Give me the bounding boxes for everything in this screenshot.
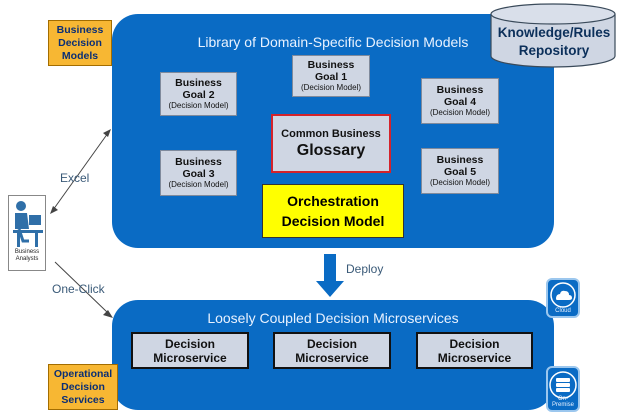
business-goal-3[interactable]: Business Goal 3 (Decision Model) [160, 150, 237, 196]
goal-title: Goal 3 [182, 168, 215, 180]
goal-title: Goal 5 [443, 166, 477, 178]
goal-title: Goal 4 [443, 96, 477, 108]
server-icon [549, 371, 577, 399]
tag-line: Operational [53, 367, 113, 380]
analyst-caption-line: Analysts [15, 256, 39, 262]
business-analyst-icon [13, 201, 43, 247]
excel-arrow-tail [50, 206, 58, 214]
goal-subtitle: (Decision Model) [429, 108, 491, 117]
repository-line: Knowledge/Rules [497, 25, 611, 40]
repository-line: Repository [518, 43, 590, 58]
excel-arrow-head [103, 129, 111, 137]
tag-line: Business [56, 23, 104, 36]
common-business-glossary[interactable]: Common Business Glossary [271, 114, 391, 173]
microservice-line: Microservice [295, 350, 369, 365]
tag-line: Services [61, 393, 105, 406]
orchestration-line: Decision Model [281, 213, 385, 229]
decision-microservice-2[interactable]: Decision Microservice [273, 332, 391, 369]
analyst-caption: Business Analysts [9, 249, 45, 263]
orchestration-decision-model[interactable]: Orchestration Decision Model [262, 184, 404, 238]
business-decision-models-tag: Business Decision Models [48, 20, 112, 66]
goal-title: Goal 1 [314, 71, 348, 83]
goal-title: Business [175, 77, 222, 89]
excel-arrow-line [52, 132, 109, 211]
goal-title: Business [436, 84, 484, 96]
operational-decision-services-tag: Operational Decision Services [48, 364, 118, 410]
oneclick-arrow-head [103, 310, 113, 318]
library-title: Library of Domain-Specific Decision Mode… [197, 34, 469, 50]
repository-label: Knowledge/Rules Repository [488, 24, 620, 60]
microservice-line: Decision [164, 336, 215, 351]
microservice-line: Decision [306, 336, 357, 351]
tag-line: Decision [58, 36, 102, 49]
microservice-line: Microservice [437, 350, 512, 365]
decision-microservice-1[interactable]: Decision Microservice [131, 332, 249, 369]
goal-subtitle: (Decision Model) [168, 180, 229, 189]
tag-line: Decision [61, 380, 105, 393]
goal-title: Goal 2 [182, 89, 215, 101]
tag-line: Models [61, 49, 99, 62]
glossary-line1: Common Business [281, 127, 381, 140]
goal-subtitle: (Decision Model) [429, 178, 491, 187]
repository-cylinder-icon [490, 3, 616, 68]
microservice-line: Decision [449, 336, 500, 351]
business-analyst-card: Business Analysts [8, 195, 46, 271]
oneclick-arrow-line [54, 261, 109, 314]
on-premise-caption: On-Premise [551, 396, 574, 408]
goal-title: Business [436, 154, 484, 166]
business-goal-4[interactable]: Business Goal 4 (Decision Model) [421, 78, 499, 124]
business-goal-2[interactable]: Business Goal 2 (Decision Model) [160, 72, 237, 116]
microservice-line: Microservice [153, 350, 227, 365]
business-goal-5[interactable]: Business Goal 5 (Decision Model) [421, 148, 499, 194]
cloud-icon [550, 282, 576, 308]
deploy-label: Deploy [346, 262, 384, 276]
deploy-arrow [316, 254, 344, 297]
goal-subtitle: (Decision Model) [168, 101, 229, 110]
business-goal-1[interactable]: Business Goal 1 (Decision Model) [292, 55, 370, 97]
cloud-caption: Cloud [555, 308, 571, 314]
microservices-title: Loosely Coupled Decision Microservices [207, 310, 459, 326]
analyst-caption-line: Business [14, 249, 40, 255]
one-click-label: One-Click [52, 282, 105, 296]
goal-subtitle: (Decision Model) [300, 83, 362, 92]
decision-microservice-3[interactable]: Decision Microservice [416, 332, 533, 369]
orchestration-line: Orchestration [287, 193, 379, 209]
goal-title: Business [175, 156, 222, 168]
glossary-line2: Glossary [296, 141, 366, 159]
on-premise-badge: On-Premise [546, 366, 580, 412]
cloud-badge: Cloud [546, 278, 580, 318]
excel-label: Excel [60, 171, 90, 185]
goal-title: Business [307, 59, 355, 71]
